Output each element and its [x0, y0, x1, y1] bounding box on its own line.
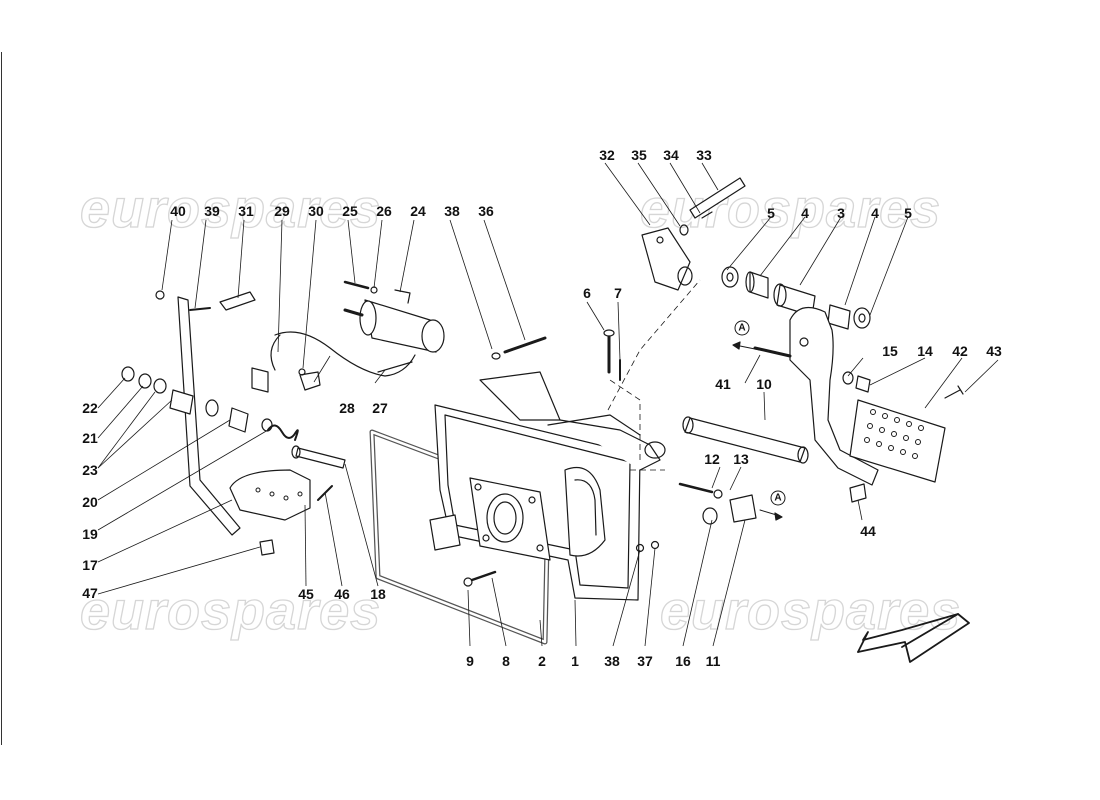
- callout-16: 16: [675, 653, 691, 669]
- callout-18: 18: [370, 586, 386, 602]
- callout-21: 21: [82, 430, 98, 446]
- callout-28: 28: [339, 400, 355, 416]
- watermark-top-right: eurospares: [639, 178, 942, 239]
- callout-15: 15: [882, 343, 898, 359]
- callout-33: 33: [696, 147, 712, 163]
- callout-37: 37: [637, 653, 653, 669]
- callout-32: 32: [599, 147, 615, 163]
- brake-pedal-arm: [789, 306, 879, 486]
- callout-3: 3: [837, 205, 845, 221]
- callout-8: 8: [502, 653, 510, 669]
- callout-11: 11: [705, 653, 721, 669]
- callout-46: 46: [334, 586, 350, 602]
- callout-40: 40: [170, 203, 186, 219]
- callout-7: 7: [614, 285, 622, 301]
- callout-42: 42: [952, 343, 968, 359]
- callout-5a: 5: [767, 205, 775, 221]
- callout-41: 41: [715, 376, 731, 392]
- callout-17: 17: [82, 557, 98, 573]
- wiring-connector: [251, 367, 269, 393]
- callout-4b: 4: [871, 205, 879, 221]
- callout-22: 22: [82, 400, 98, 416]
- callout-26: 26: [376, 203, 392, 219]
- callout-39: 39: [204, 203, 220, 219]
- pedal-pad: [849, 399, 946, 483]
- washer-22: [121, 366, 135, 382]
- sensor-bracket: [641, 227, 691, 291]
- callout-23: 23: [82, 462, 98, 478]
- callout-1: 1: [571, 653, 579, 669]
- callout-14: 14: [917, 343, 933, 359]
- callout-2: 2: [538, 653, 546, 669]
- callout-24: 24: [410, 203, 426, 219]
- callout-35: 35: [631, 147, 647, 163]
- callout-36: 36: [478, 203, 494, 219]
- callout-44: 44: [860, 523, 876, 539]
- callout-20: 20: [82, 494, 98, 510]
- callout-4a: 4: [801, 205, 809, 221]
- callout-47: 47: [82, 585, 98, 601]
- callout-19: 19: [82, 526, 98, 542]
- callout-43: 43: [986, 343, 1002, 359]
- section-marker-a-top: A: [738, 322, 746, 334]
- direction-arrow: [857, 613, 970, 663]
- callout-34: 34: [663, 147, 679, 163]
- callout-12: 12: [704, 451, 720, 467]
- callout-29: 29: [274, 203, 290, 219]
- callout-27: 27: [372, 400, 388, 416]
- callout-25: 25: [342, 203, 358, 219]
- callout-38a: 38: [444, 203, 460, 219]
- watermark-bottom-left: eurospares: [79, 580, 382, 641]
- return-spring: [267, 424, 299, 441]
- callout-6: 6: [583, 285, 591, 301]
- callout-9: 9: [466, 653, 474, 669]
- washer-left: [721, 266, 739, 288]
- spacer-bush: [169, 389, 194, 415]
- pedal-lever-rod: [177, 296, 241, 536]
- callout-30: 30: [308, 203, 324, 219]
- callout-45: 45: [298, 586, 314, 602]
- watermark-top-left: eurospares: [79, 178, 382, 239]
- callout-13: 13: [733, 451, 749, 467]
- section-marker-a-bottom: A: [774, 492, 782, 504]
- clamp-block: [729, 494, 757, 523]
- callout-31: 31: [238, 203, 254, 219]
- callout-5b: 5: [904, 205, 912, 221]
- callout-10: 10: [756, 376, 772, 392]
- watermark-bottom-right: eurospares: [659, 580, 962, 641]
- master-cylinder-flange: [469, 477, 551, 561]
- left-border-rule: [1, 52, 2, 745]
- callout-38b: 38: [604, 653, 620, 669]
